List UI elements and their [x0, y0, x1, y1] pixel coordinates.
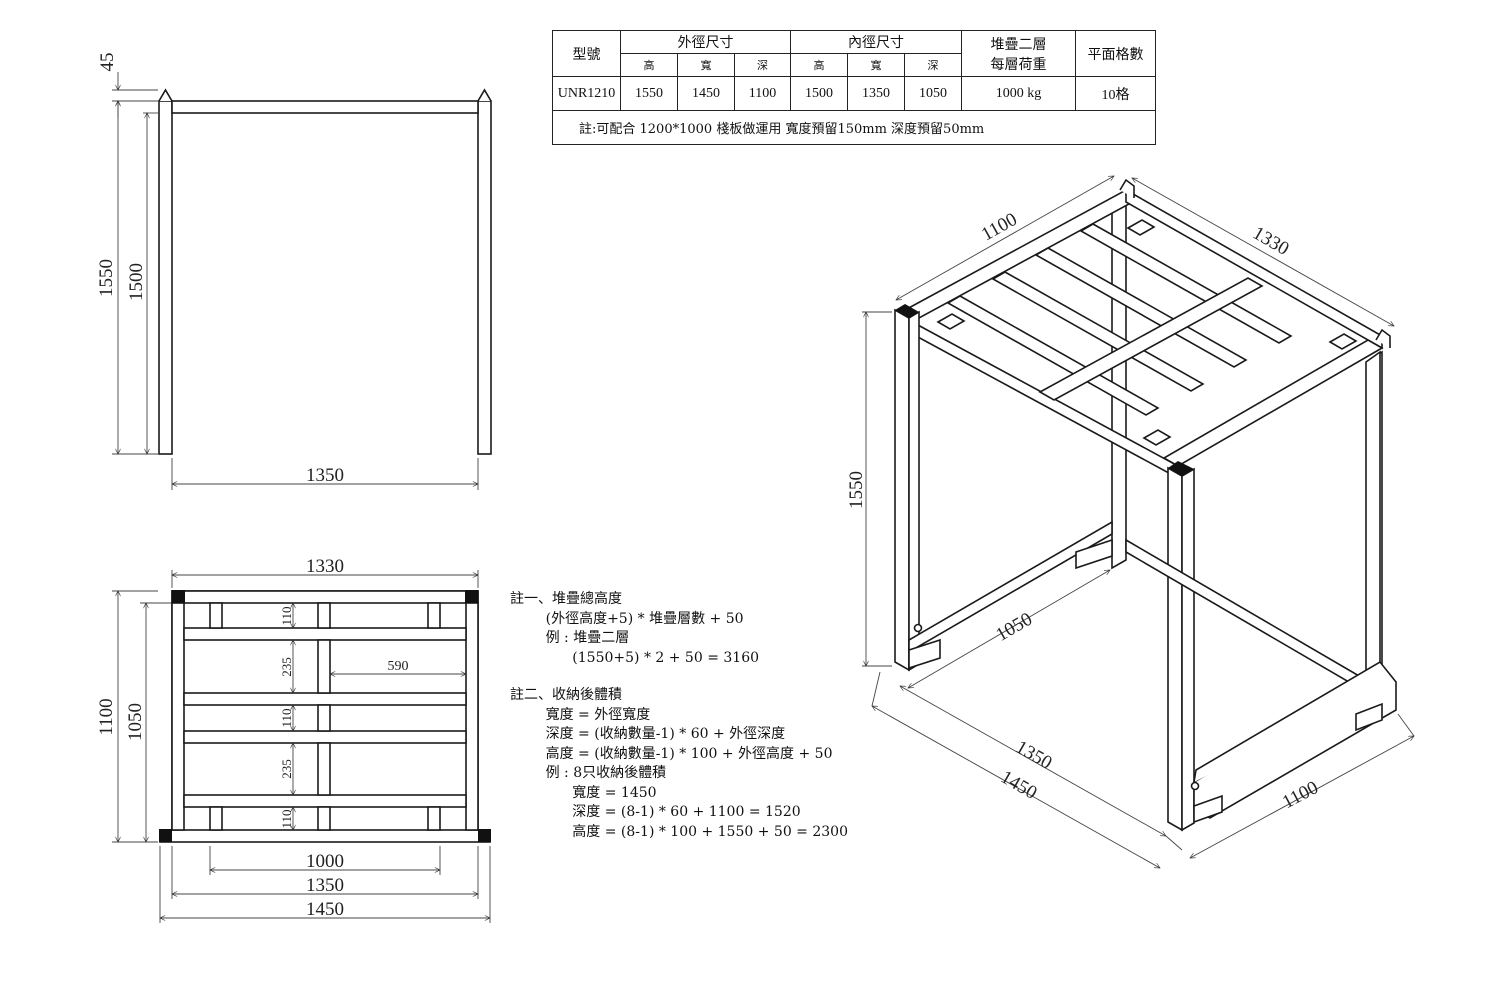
- iso-top-left-rail: [903, 189, 1142, 319]
- front-left-post: [158, 100, 173, 455]
- top-center-bar-d: [317, 742, 331, 796]
- iso-dim-1050: 1050: [993, 609, 1036, 646]
- top-dim-1350: 1350: [306, 875, 344, 896]
- top-center-bar-a: [317, 602, 331, 629]
- iso-dim-1450: 1450: [997, 767, 1040, 804]
- note-line: (1550+5) * 2 + 50 = 3160: [510, 649, 760, 666]
- top-dim-110-a: 110: [279, 606, 294, 625]
- note-line: 高度 = (8-1) * 100 + 1550 + 50 = 2300: [510, 823, 848, 840]
- top-dim-1000: 1000: [306, 851, 344, 872]
- front-view: 45 1550 1500 1350: [96, 53, 492, 490]
- iso-top-center-bar: [1038, 277, 1264, 401]
- cell-inner-w: 1350: [847, 76, 905, 111]
- cell-outer-d: 1100: [734, 76, 791, 111]
- top-dim-235-a: 235: [279, 657, 294, 677]
- note-line: 註一、堆疊總高度: [510, 591, 622, 607]
- note-line: 寬度 = 外徑寬度: [510, 706, 651, 723]
- top-slat-1: [183, 627, 467, 641]
- top-rail-right: [465, 602, 479, 831]
- top-corner-block: [465, 590, 478, 603]
- top-rail-back: [171, 590, 479, 604]
- header-inner-h: 高: [790, 53, 848, 77]
- header-stack-load: 堆疊二層每層荷重: [961, 30, 1076, 77]
- header-inner-d: 深: [904, 53, 962, 77]
- top-center-bar-e: [317, 806, 331, 831]
- iso-dim-1100-bottom: 1100: [1279, 777, 1322, 813]
- front-dim-outer-height: 1550: [96, 259, 117, 297]
- note-line: 例 : 8只收納後體積: [510, 765, 667, 781]
- iso-dim-1550: 1550: [846, 471, 867, 509]
- top-slat-2: [183, 692, 467, 706]
- front-dim-post: 45: [97, 53, 118, 72]
- top-dim-top-width: 1330: [306, 556, 344, 577]
- header-outer-size: 外徑尺寸: [620, 30, 791, 54]
- front-dim-inner-width: 1350: [306, 465, 344, 486]
- top-center-bar-b: [317, 639, 331, 694]
- note-line: 高度 = (收納數量-1) * 100 + 外徑高度 + 50: [510, 745, 833, 762]
- note-line: 註二、收納後體積: [510, 687, 622, 703]
- iso-corner-cap: [1168, 461, 1194, 476]
- top-corner-block: [478, 829, 491, 842]
- front-top-beam: [171, 100, 479, 114]
- spec-table: 型號 外徑尺寸 內徑尺寸 堆疊二層每層荷重 平面格數 高 寬 深 高 寬 深 U…: [552, 30, 1156, 145]
- top-slat-3: [183, 730, 467, 744]
- note-storage-volume: 註二、收納後體積 寬度 = 外徑寬度 深度 = (收納數量-1) * 60 + …: [510, 686, 848, 842]
- cell-inner-d: 1050: [904, 76, 962, 111]
- iso-view: 1100 1330 1550 1050 1350 1450 1100: [846, 175, 1414, 869]
- top-corner-block: [172, 590, 185, 603]
- cell-grid: 10格: [1075, 76, 1156, 111]
- header-outer-h: 高: [620, 53, 678, 77]
- iso-dim-1100-top: 1100: [978, 209, 1021, 245]
- header-inner-w: 寬: [847, 53, 905, 77]
- top-center-bar-c: [317, 704, 331, 732]
- front-right-post-tip: [477, 88, 492, 102]
- note-line: 寬度 = 1450: [510, 784, 657, 801]
- header-outer-w: 寬: [677, 53, 735, 77]
- iso-top-right-rail: [1162, 339, 1384, 467]
- front-left-post-tip: [158, 88, 173, 102]
- header-model: 型號: [552, 30, 621, 77]
- top-dim-1450: 1450: [306, 899, 344, 920]
- cell-load: 1000 kg: [961, 76, 1076, 111]
- front-dim-inner-height: 1500: [126, 263, 147, 301]
- top-dim-235-b: 235: [279, 759, 294, 779]
- header-outer-d: 深: [734, 53, 791, 77]
- cell-outer-h: 1550: [620, 76, 678, 111]
- cell-outer-w: 1450: [677, 76, 735, 111]
- header-grid-count: 平面格數: [1075, 30, 1156, 77]
- note-line: 深度 = (收納數量-1) * 60 + 外徑深度: [510, 726, 786, 742]
- top-dim-110-b: 110: [279, 708, 294, 727]
- top-corner-block: [159, 829, 172, 842]
- table-row: UNR1210 1550 1450 1100 1500 1350 1050 10…: [552, 76, 1156, 111]
- top-slat-4: [183, 794, 467, 808]
- table-note: 註:可配合 1200*1000 棧板做運用 寬度預留150mm 深度預留50mm: [552, 110, 1156, 145]
- front-right-post: [477, 100, 492, 455]
- header-inner-size: 內徑尺寸: [790, 30, 962, 54]
- iso-dim-1350: 1350: [1012, 737, 1055, 774]
- note-stack-height: 註一、堆疊總高度 (外徑高度+5) * 堆疊層數 + 50 例 : 堆疊二層 (…: [510, 590, 759, 668]
- note-line: (外徑高度+5) * 堆疊層數 + 50: [510, 610, 744, 627]
- top-dim-590: 590: [388, 659, 409, 674]
- iso-corner-cap: [895, 304, 919, 318]
- top-dim-inner-depth: 1050: [125, 703, 146, 741]
- note-line: 例 : 堆疊二層: [510, 630, 630, 646]
- iso-bottom-back-rail: [1125, 538, 1367, 694]
- top-rail-front: [159, 829, 491, 843]
- top-dim-110-c: 110: [279, 809, 294, 828]
- top-view: 110 235 110 235 110 590 1330 1100 1050 1…: [96, 556, 491, 923]
- top-dim-outer-depth: 1100: [96, 698, 117, 735]
- cell-model: UNR1210: [552, 76, 621, 111]
- top-rail-left: [171, 602, 185, 831]
- iso-front-left-post: [894, 308, 910, 672]
- cell-inner-h: 1500: [790, 76, 848, 111]
- iso-dim-1330: 1330: [1249, 223, 1292, 260]
- note-line: 深度 = (8-1) * 60 + 1100 = 1520: [510, 804, 801, 820]
- iso-front-right-post: [1167, 466, 1183, 832]
